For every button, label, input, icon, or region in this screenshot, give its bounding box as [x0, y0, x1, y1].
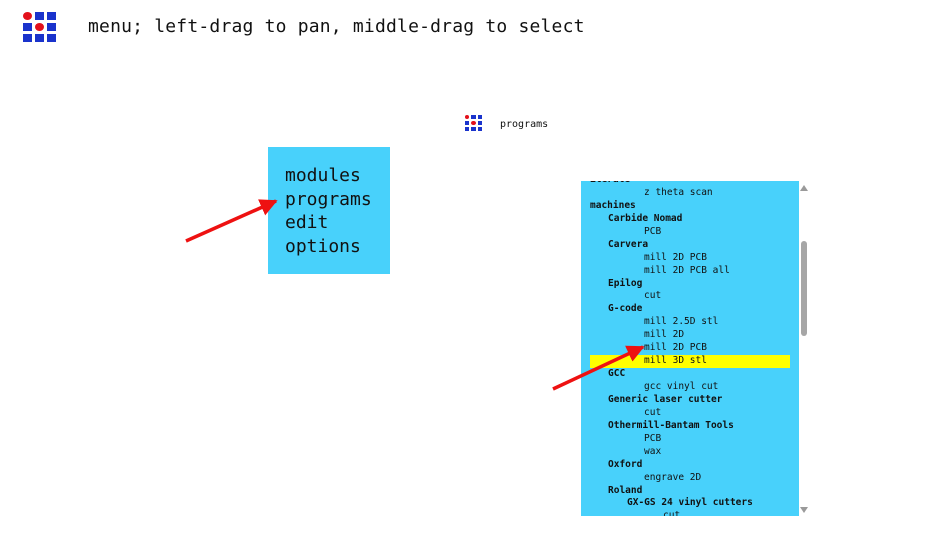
list-group-header: Carbide Nomad: [608, 212, 683, 224]
list-group-header: Othermill-Bantam Tools: [608, 419, 734, 431]
list-group-header: Roland: [608, 484, 643, 496]
list-group-header: GCC: [608, 368, 626, 380]
menu-item-edit[interactable]: edit: [285, 212, 329, 233]
list-group-header: GX-GS 24 vinyl cutters: [627, 497, 753, 509]
programs-logo-icon: [465, 115, 482, 131]
list-item[interactable]: PCB: [644, 225, 662, 237]
header-instructions: menu; left-drag to pan, middle-drag to s…: [88, 16, 585, 37]
list-item[interactable]: mill 2.5D stl: [644, 316, 719, 328]
programs-title: programs: [500, 119, 549, 130]
scroll-up-arrow-icon[interactable]: [800, 185, 808, 191]
scroll-down-arrow-icon[interactable]: [800, 507, 808, 513]
list-group-header: Carvera: [608, 238, 649, 250]
list-item-selected[interactable]: mill 3D stl: [590, 355, 790, 369]
main-menu: modules programs edit options: [268, 147, 390, 274]
list-group-header: machines: [590, 199, 636, 211]
programs-list-scrollbar[interactable]: [799, 181, 811, 516]
list-group-header: Oxford: [608, 458, 643, 470]
red-arrow-icon: [185, 199, 278, 243]
menu-item-programs[interactable]: programs: [285, 188, 372, 210]
list-item[interactable]: mill 2D: [644, 329, 685, 341]
list-item[interactable]: PCB: [644, 432, 662, 444]
menu-item-options[interactable]: options: [285, 235, 361, 257]
list-item[interactable]: z theta scan: [644, 186, 713, 198]
scroll-thumb[interactable]: [801, 241, 807, 336]
list-item[interactable]: mill 2D PCB all: [644, 264, 730, 276]
mods-logo-icon[interactable]: [23, 12, 56, 42]
list-item[interactable]: cut: [644, 406, 662, 418]
menu-item-modules[interactable]: modules: [285, 165, 361, 186]
list-item[interactable]: mill 2D PCB: [644, 251, 707, 263]
list-group-header: G-code: [608, 303, 643, 315]
list-item[interactable]: cut: [663, 510, 681, 516]
list-group-header: Epilog: [608, 277, 643, 289]
list-item[interactable]: gcc vinyl cut: [644, 381, 719, 392]
list-group-header: iterate: [581, 181, 799, 187]
list-item[interactable]: engrave 2D: [644, 471, 702, 483]
list-group-header: Generic laser cutter: [608, 393, 723, 405]
list-item[interactable]: mill 2D PCB: [644, 342, 707, 354]
list-item[interactable]: wax: [644, 445, 662, 457]
list-item[interactable]: cut: [644, 290, 662, 302]
